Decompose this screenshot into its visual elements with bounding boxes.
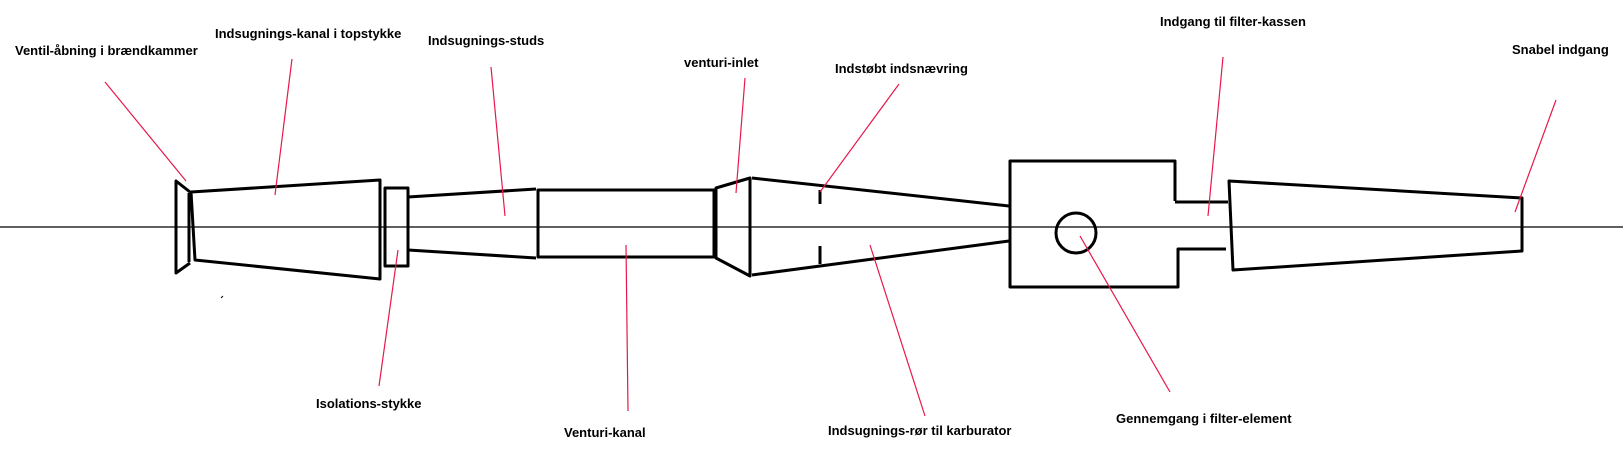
leader-gennemgang bbox=[1079, 235, 1171, 393]
label-indsugnings-kanal-topstykke: Indsugnings-kanal i topstykke bbox=[215, 26, 402, 41]
stub-top-line bbox=[407, 187, 537, 199]
filter-box-shape bbox=[1008, 159, 1226, 289]
label-venturi-inlet: venturi-inlet bbox=[684, 55, 759, 70]
pipe-bottom-line bbox=[751, 239, 1010, 277]
stray-mark bbox=[220, 295, 224, 299]
label-indstoebt-indsnaevring: Indstøbt indsnævring bbox=[835, 61, 968, 76]
stub-bottom-line bbox=[407, 248, 537, 260]
label-isolations-stykke: Isolations-stykke bbox=[316, 396, 422, 411]
label-indgang-filter-kassen: Indgang til filter-kassen bbox=[1160, 14, 1306, 29]
leader-venturi-kanal bbox=[625, 244, 629, 412]
valve-opening-shape bbox=[174, 179, 191, 275]
label-ventil-aabning: Ventil-åbning i brændkammer bbox=[15, 43, 198, 58]
filter-element-circle bbox=[1054, 211, 1098, 255]
leader-kanal-top bbox=[274, 58, 293, 196]
leader-indsnaevring bbox=[819, 83, 900, 193]
label-indsugnings-studs: Indsugnings-studs bbox=[428, 33, 545, 48]
leader-ventil bbox=[104, 81, 187, 182]
label-venturi-kanal: Venturi-kanal bbox=[564, 425, 646, 440]
leader-filter-indgang bbox=[1207, 56, 1224, 217]
leader-isolation bbox=[378, 249, 399, 387]
head-channel-shape bbox=[189, 178, 382, 281]
isolation-piece-shape bbox=[383, 186, 410, 268]
label-snabel-indgang: Snabel indgang bbox=[1512, 42, 1609, 57]
label-indsugnings-roer-karburator: Indsugnings-rør til karburator bbox=[828, 423, 1012, 438]
leader-studs bbox=[490, 66, 506, 217]
label-gennemgang-filter-element: Gennemgang i filter-element bbox=[1116, 411, 1292, 426]
venturi-inlet-shape bbox=[714, 176, 752, 278]
leader-snabel bbox=[1514, 99, 1557, 213]
snout-shape bbox=[1227, 179, 1524, 272]
leader-venturi-inlet bbox=[735, 77, 746, 194]
pipe-top-line bbox=[751, 176, 1010, 208]
leader-roer-karburator bbox=[869, 244, 926, 417]
